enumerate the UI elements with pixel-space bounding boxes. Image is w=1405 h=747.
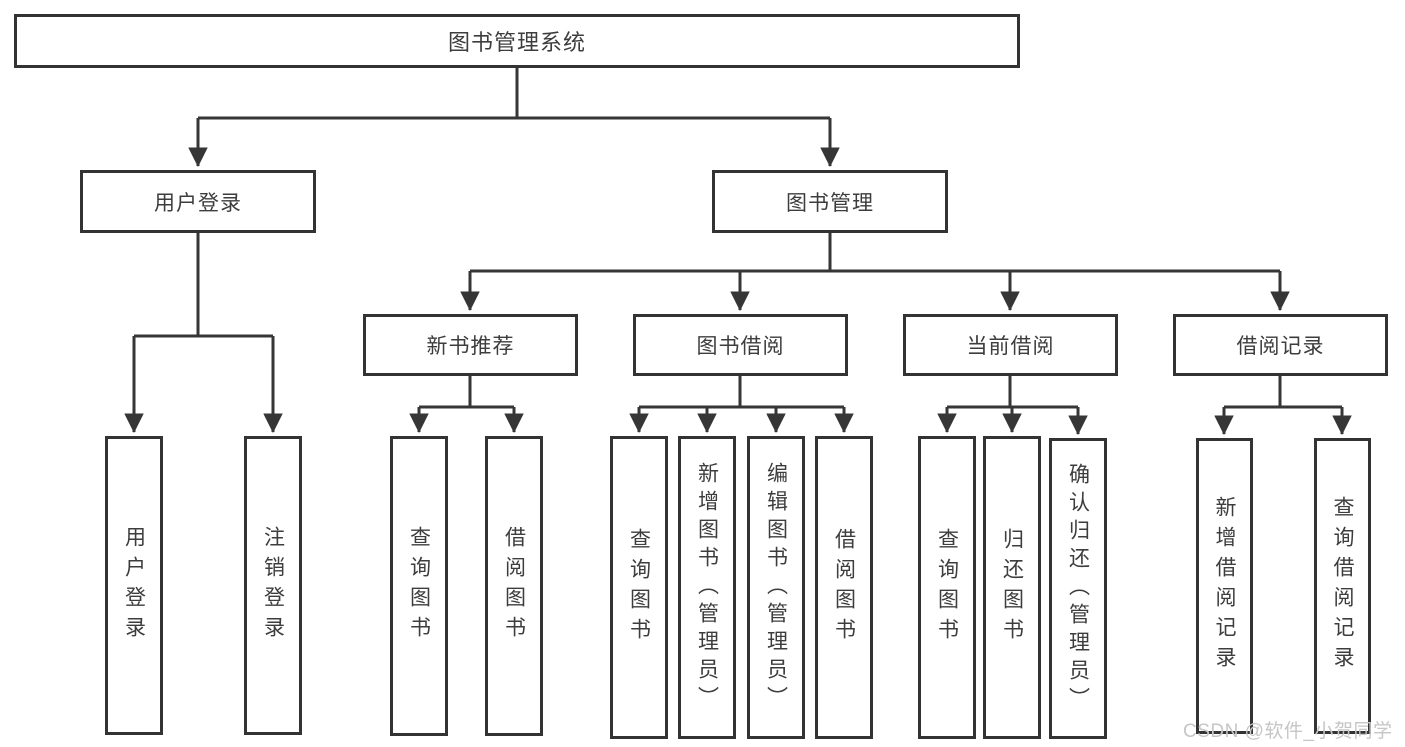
leaf-newbook-query-book-label: 查询图书: [407, 526, 431, 646]
node-user-login: 用户登录: [80, 170, 316, 233]
node-root-label: 图书管理系统: [447, 30, 586, 55]
node-root: 图书管理系统: [14, 14, 1020, 68]
leaf-borrow-edit-book-admin-label: 编辑图书（管理员）: [764, 461, 788, 714]
csdn-watermark: CSDN @软件_小贺同学: [1183, 721, 1393, 742]
node-book-borrow-label: 图书借阅: [696, 335, 785, 358]
leaf-user-login: 用户登录: [105, 436, 163, 735]
node-user-login-label: 用户登录: [154, 191, 242, 215]
leaf-current-confirm-return-admin: 确认归还（管理员）: [1049, 438, 1107, 739]
node-book-management: 图书管理: [712, 170, 948, 233]
leaf-current-return-book: 归还图书: [983, 436, 1041, 739]
connector-current-to-leaves: [937, 376, 1088, 435]
leaf-newbook-borrow-book: 借阅图书: [485, 436, 543, 736]
node-book-management-label: 图书管理: [786, 191, 874, 215]
node-borrow-records: 借阅记录: [1173, 314, 1388, 376]
leaf-current-confirm-return-admin-label: 确认归还（管理员）: [1066, 462, 1090, 715]
node-current-borrow-label: 当前借阅: [966, 335, 1055, 358]
leaf-records-add-record: 新增借阅记录: [1196, 438, 1253, 734]
leaf-borrow-borrow-book-label: 借阅图书: [832, 527, 856, 648]
leaf-newbook-query-book: 查询图书: [390, 436, 448, 736]
connector-management-to-level3: [460, 233, 1290, 311]
leaf-borrow-query-book: 查询图书: [610, 436, 668, 739]
leaf-records-query-record-label: 查询借阅记录: [1331, 496, 1354, 676]
connector-newbook-to-leaves: [409, 376, 524, 433]
node-book-borrow: 图书借阅: [633, 314, 848, 376]
leaf-current-return-book-label: 归还图书: [1000, 527, 1024, 648]
node-new-book-recommend-label: 新书推荐: [426, 335, 515, 358]
leaf-records-query-record: 查询借阅记录: [1314, 438, 1371, 734]
node-new-book-recommend: 新书推荐: [363, 314, 578, 376]
leaf-newbook-borrow-book-label: 借阅图书: [502, 526, 526, 646]
leaf-borrow-borrow-book: 借阅图书: [815, 436, 873, 739]
leaf-borrow-edit-book-admin: 编辑图书（管理员）: [747, 436, 805, 739]
leaf-borrow-add-book-admin: 新增图书（管理员）: [678, 436, 736, 739]
leaf-borrow-add-book-admin-label: 新增图书（管理员）: [695, 461, 719, 714]
leaf-current-query-book-label: 查询图书: [935, 527, 959, 648]
node-borrow-records-label: 借阅记录: [1236, 335, 1325, 358]
connector-login-to-leaves: [124, 233, 283, 433]
leaf-logout: 注销登录: [244, 436, 302, 735]
connector-records-to-leaves: [1214, 376, 1352, 435]
leaf-current-query-book: 查询图书: [918, 436, 976, 739]
leaf-user-login-label: 用户登录: [122, 525, 146, 646]
node-current-borrow: 当前借阅: [903, 314, 1118, 376]
leaf-borrow-query-book-label: 查询图书: [627, 527, 651, 648]
leaf-records-add-record-label: 新增借阅记录: [1213, 496, 1236, 676]
connector-root-to-level2: [188, 68, 840, 167]
leaf-logout-label: 注销登录: [261, 525, 285, 646]
connector-borrow-to-leaves: [629, 376, 854, 433]
